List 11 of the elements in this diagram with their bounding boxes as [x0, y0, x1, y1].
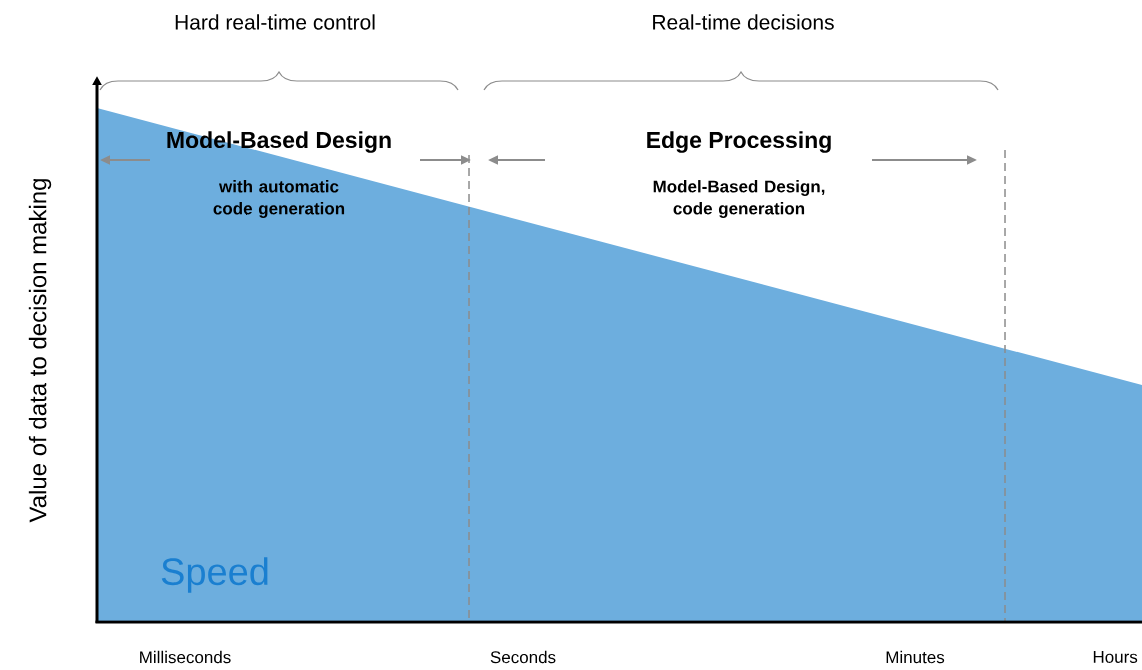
brace-label: Real-time decisions — [653, 14, 834, 30]
area-label: Speed — [161, 557, 268, 593]
region-subtitle: Model-Based Design, code generation — [653, 180, 825, 218]
region-subtitle: with automatic code generation — [213, 180, 345, 218]
axis-title: Value of data to decision making — [28, 179, 52, 523]
brace-label: Hard real-time control — [175, 14, 375, 30]
tick-label: Seconds — [490, 650, 556, 664]
tick-label: Hours — [1093, 651, 1138, 663]
region-title: Edge Processing — [647, 131, 831, 153]
tick-label: Milliseconds — [140, 650, 231, 664]
tick-label: Minutes — [886, 650, 945, 664]
